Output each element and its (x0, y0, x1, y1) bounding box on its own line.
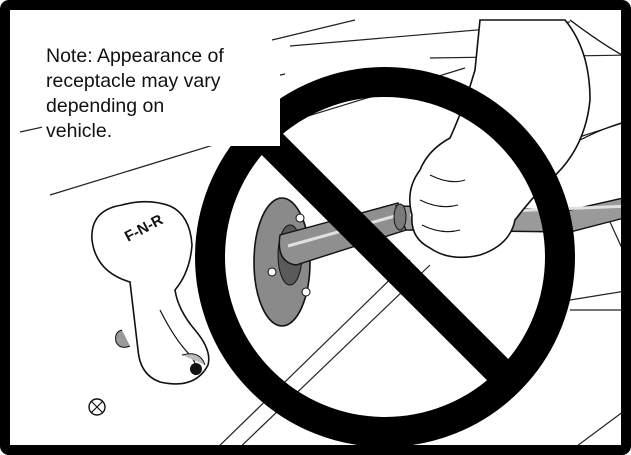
note-line: receptacle may vary (46, 69, 276, 94)
note-line: Note: Appearance of (46, 44, 276, 69)
note-line: vehicle. (46, 119, 276, 144)
note-text: Note: Appearance of receptacle may vary … (42, 44, 280, 146)
note-line: depending on (46, 94, 276, 119)
screw-icon (89, 399, 105, 415)
shifter-knob: F-N-R (92, 202, 209, 384)
